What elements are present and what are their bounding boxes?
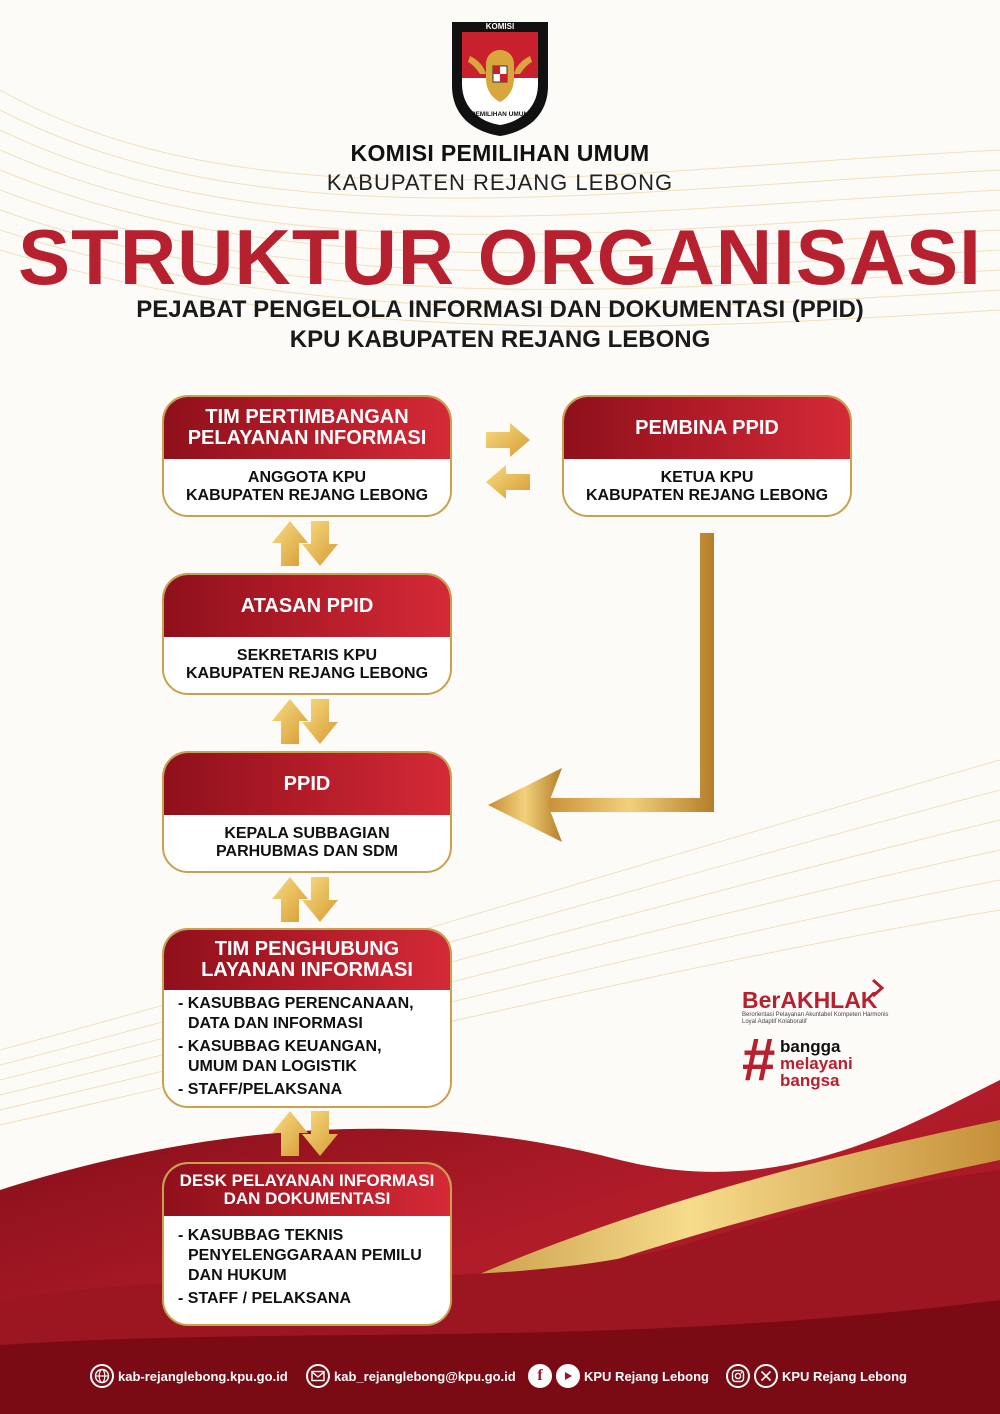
box-atasan-ppid: ATASAN PPID SEKRETARIS KPU KABUPATEN REJ…: [162, 573, 452, 695]
chevron-right-icon: [870, 978, 886, 998]
box-body-line: KEPALA SUBBAGIAN: [224, 825, 389, 843]
list-item: - KASUBBAG TEKNIS PENYELENGGARAAN PEMILU…: [178, 1226, 422, 1286]
box-desk-pelayanan: DESK PELAYANAN INFORMASI DAN DOKUMENTASI…: [162, 1162, 452, 1326]
box-header-line: DESK PELAYANAN INFORMASI: [180, 1172, 435, 1190]
box-header-line: PEMBINA PPID: [635, 417, 779, 440]
box-body-line: KABUPATEN REJANG LEBONG: [186, 487, 428, 505]
website-text: kab-rejanglebong.kpu.go.id: [118, 1369, 288, 1384]
box-header: PEMBINA PPID: [564, 397, 850, 459]
instagram-icon: [726, 1364, 750, 1388]
box-header-line: TIM PERTIMBANGAN: [205, 407, 408, 428]
footer-social-1[interactable]: f KPU Rejang Lebong: [528, 1362, 709, 1390]
page-title: STRUKTUR ORGANISASI: [0, 218, 1000, 296]
globe-icon: [90, 1364, 114, 1388]
list-item-line: DATA DAN INFORMASI: [178, 1014, 414, 1034]
x-icon: [754, 1364, 778, 1388]
garuda-emblem-icon: KOMISI PEMILIHAN UMUM: [446, 16, 554, 138]
box-header-line: PELAYANAN INFORMASI: [188, 428, 427, 449]
box-header-line: TIM PENGHUBUNG: [215, 939, 399, 960]
box-body-line: KETUA KPU: [661, 469, 754, 487]
list-item-line: UMUM DAN LOGISTIK: [178, 1057, 382, 1077]
box-pembina-ppid: PEMBINA PPID KETUA KPU KABUPATEN REJANG …: [562, 395, 852, 517]
box-body: SEKRETARIS KPU KABUPATEN REJANG LEBONG: [164, 637, 450, 693]
list-item: - STAFF/PELAKSANA: [178, 1080, 342, 1100]
youtube-icon: [556, 1364, 580, 1388]
box-ppid: PPID KEPALA SUBBAGIAN PARHUBMAS DAN SDM: [162, 751, 452, 873]
social-text-2: KPU Rejang Lebong: [782, 1369, 907, 1384]
list-item-line: - STAFF / PELAKSANA: [178, 1289, 351, 1309]
box-body-line: KABUPATEN REJANG LEBONG: [586, 487, 828, 505]
box-body: KEPALA SUBBAGIAN PARHUBMAS DAN SDM: [164, 815, 450, 871]
email-text: kab_rejanglebong@kpu.go.id: [334, 1369, 516, 1384]
footer-social-2[interactable]: KPU Rejang Lebong: [726, 1362, 907, 1390]
box-header: TIM PENGHUBUNG LAYANAN INFORMASI: [164, 930, 450, 990]
mail-icon: [306, 1364, 330, 1388]
social-text-1: KPU Rejang Lebong: [584, 1369, 709, 1384]
box-body-line: SEKRETARIS KPU: [237, 647, 377, 665]
list-item-line: - STAFF/PELAKSANA: [178, 1080, 342, 1100]
subtitle-line-1: PEJABAT PENGELOLA INFORMASI DAN DOKUMENT…: [0, 296, 1000, 324]
bangga-melayani-bangsa-logo: # bangga melayani bangsa: [742, 1038, 902, 1098]
melayani-word: melayani: [780, 1055, 853, 1072]
facebook-icon: f: [528, 1364, 552, 1388]
list-item: - KASUBBAG KEUANGAN, UMUM DAN LOGISTIK: [178, 1037, 382, 1077]
box-header-line: DAN DOKUMENTASI: [224, 1190, 391, 1208]
box-body: ANGGOTA KPU KABUPATEN REJANG LEBONG: [164, 459, 450, 515]
footer-email[interactable]: kab_rejanglebong@kpu.go.id: [306, 1362, 516, 1390]
box-header-line: ATASAN PPID: [241, 595, 374, 618]
list-item-line: - KASUBBAG KEUANGAN,: [178, 1037, 382, 1057]
box-tim-pertimbangan: TIM PERTIMBANGAN PELAYANAN INFORMASI ANG…: [162, 395, 452, 517]
box-tim-penghubung: TIM PENGHUBUNG LAYANAN INFORMASI - KASUB…: [162, 928, 452, 1108]
hashtag-symbol: #: [742, 1030, 775, 1090]
box-header: TIM PERTIMBANGAN PELAYANAN INFORMASI: [164, 397, 450, 459]
double-arrow-icon: [486, 423, 530, 499]
org-name: KOMISI PEMILIHAN UMUM: [0, 140, 1000, 167]
bangsa-word: bangsa: [780, 1072, 840, 1089]
bangga-word: bangga: [780, 1038, 840, 1055]
subtitle-line-2: KPU KABUPATEN REJANG LEBONG: [0, 326, 1000, 354]
logo-ring-bottom: PEMILIHAN UMUM: [471, 111, 529, 118]
logo-ring-top: KOMISI: [486, 22, 514, 31]
list-item-line: - KASUBBAG TEKNIS: [178, 1226, 422, 1246]
box-body: KETUA KPU KABUPATEN REJANG LEBONG: [564, 459, 850, 515]
box-body-line: ANGGOTA KPU: [248, 469, 366, 487]
elbow-arrow-icon: [488, 533, 714, 842]
box-header: PPID: [164, 753, 450, 815]
org-region: KABUPATEN REJANG LEBONG: [0, 170, 1000, 196]
list-item-line: DAN HUKUM: [178, 1266, 422, 1286]
list-item-line: PENYELENGGARAAN PEMILU: [178, 1246, 422, 1266]
list-item: - STAFF / PELAKSANA: [178, 1289, 351, 1309]
box-body: - KASUBBAG TEKNIS PENYELENGGARAAN PEMILU…: [164, 1216, 450, 1324]
list-item: - KASUBBAG PERENCANAAN, DATA DAN INFORMA…: [178, 994, 414, 1034]
box-body-line: PARHUBMAS DAN SDM: [216, 843, 398, 861]
berakhlak-subtitle: Berorientasi Pelayanan Akuntabel Kompete…: [742, 1012, 892, 1026]
box-header: DESK PELAYANAN INFORMASI DAN DOKUMENTASI: [164, 1164, 450, 1216]
box-body-line: KABUPATEN REJANG LEBONG: [186, 665, 428, 683]
box-header-line: PPID: [284, 773, 331, 796]
box-body: - KASUBBAG PERENCANAAN, DATA DAN INFORMA…: [164, 990, 450, 1106]
list-item-line: - KASUBBAG PERENCANAAN,: [178, 994, 414, 1014]
box-header-line: LAYANAN INFORMASI: [201, 960, 413, 981]
footer-website[interactable]: kab-rejanglebong.kpu.go.id: [90, 1362, 288, 1390]
box-header: ATASAN PPID: [164, 575, 450, 637]
